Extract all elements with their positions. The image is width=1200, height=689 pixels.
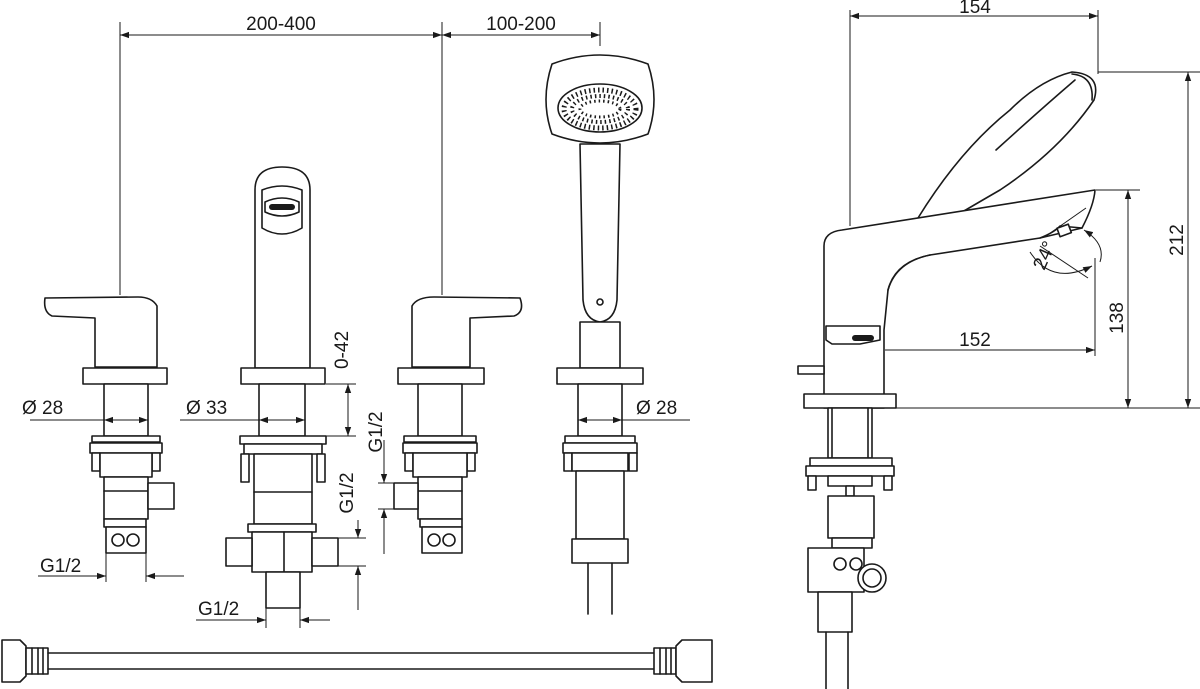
dim-spacing-valves-label: 200-400	[246, 14, 316, 35]
dim-angle-label: 24°	[1030, 238, 1061, 273]
dimension-lines	[30, 10, 1200, 628]
dim-thread-valve-left-label: G1/2	[40, 556, 81, 577]
dim-thread-spout-bottom-label: G1/2	[198, 599, 239, 620]
dim-dia-shower-label: Ø 28	[636, 398, 677, 419]
dim-deck-range-label: 0-42	[332, 331, 353, 369]
hand-shower	[545, 54, 655, 615]
left-valve	[43, 296, 175, 554]
center-spout	[225, 166, 339, 609]
flex-hose	[1, 639, 713, 683]
side-view	[797, 71, 1097, 689]
dim-height-total-label: 212	[1167, 224, 1188, 256]
right-valve	[393, 296, 523, 554]
dim-height-spout-label: 138	[1107, 302, 1128, 334]
dim-thread-center-upper-label: G1/2	[366, 411, 387, 452]
dim-reach-spout-label: 152	[959, 330, 991, 351]
dim-thread-center-lower-label: G1/2	[337, 472, 358, 513]
dim-dia-valve-left-label: Ø 28	[22, 398, 63, 419]
dim-spacing-shower-label: 100-200	[486, 14, 556, 35]
dim-width-side-label: 154	[959, 0, 991, 18]
dim-dia-spout-label: Ø 33	[186, 398, 227, 419]
